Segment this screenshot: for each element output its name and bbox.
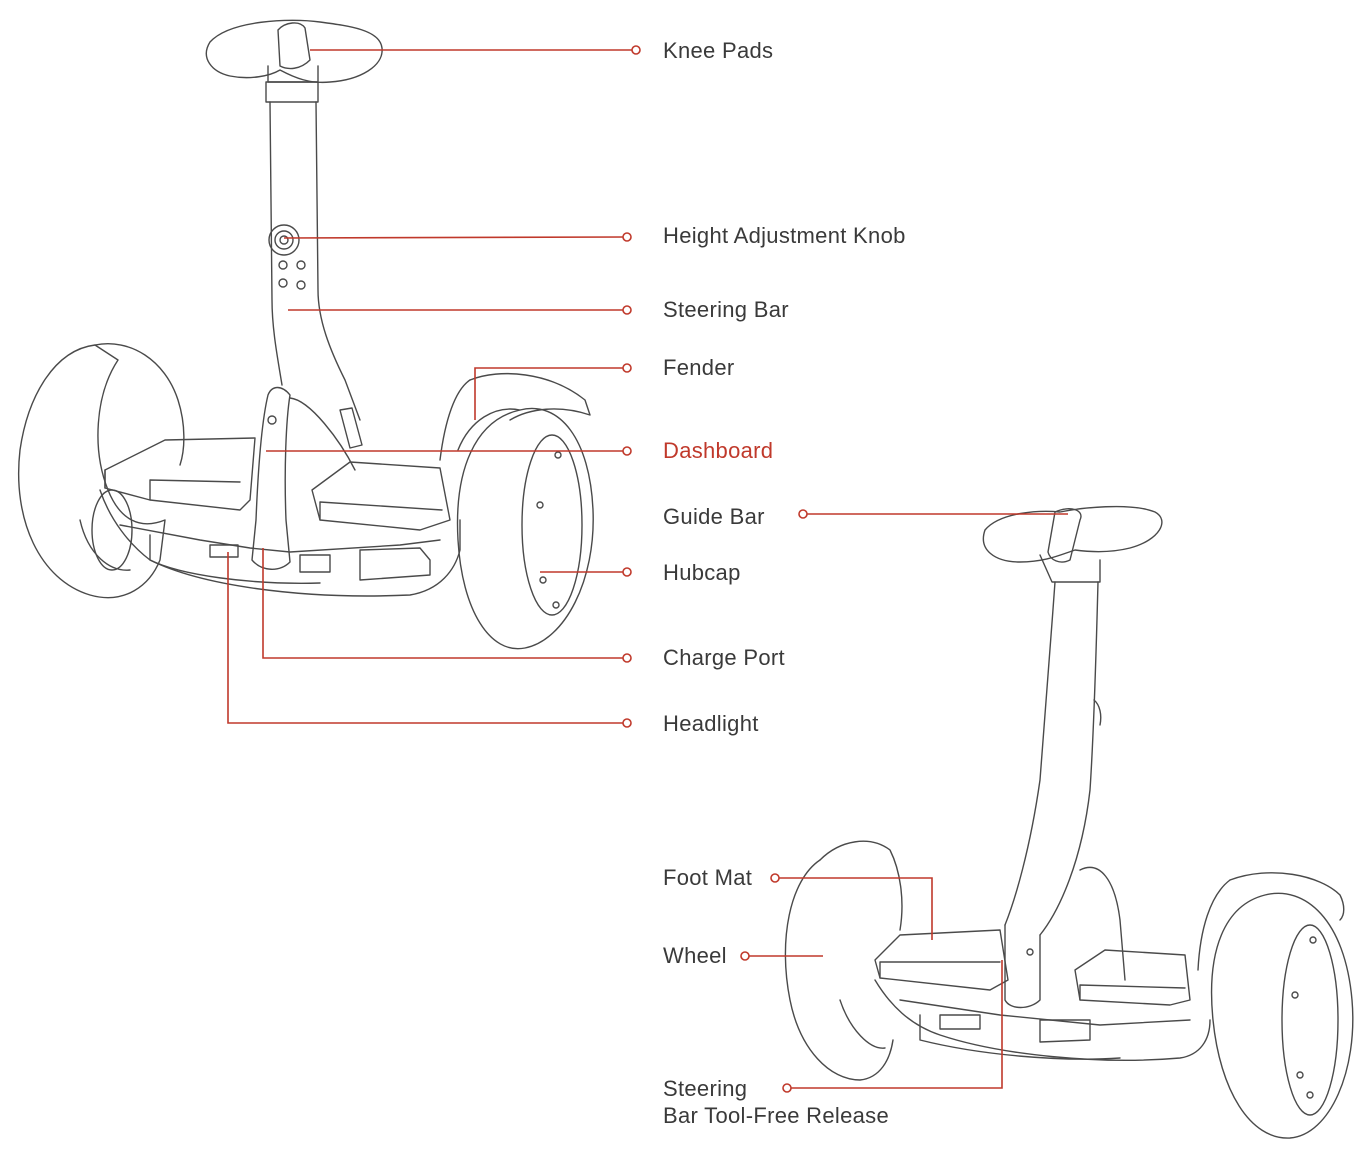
label-hubcap: Hubcap [663, 560, 741, 585]
leader-fender [474, 363, 632, 420]
leader-height-adjustment-knob [283, 232, 632, 242]
rear-view-scooter [784, 505, 1354, 1139]
label-height-adjustment-knob: Height Adjustment Knob [663, 223, 906, 248]
chassis-rear-view [874, 979, 1211, 1061]
left-wheel-front-view [18, 343, 185, 599]
left-wheel-rear-view [784, 840, 903, 1081]
chassis-front-view [99, 489, 461, 597]
leader-hubcap [540, 567, 632, 577]
label-foot-mat: Foot Mat [663, 865, 753, 890]
label-dashboard: Dashboard [663, 438, 774, 463]
label-headlight: Headlight [663, 711, 759, 736]
leader-lines [227, 45, 1068, 1093]
label-steering-release-line1: Steering [663, 1076, 748, 1101]
leader-guide-bar [798, 509, 1068, 519]
label-steering-release-line2: Bar Tool-Free Release [663, 1103, 889, 1128]
right-wheel-front-view [439, 372, 594, 650]
right-footpad-front-view [311, 461, 451, 531]
left-footpad-front-view [104, 437, 256, 511]
label-guide-bar: Guide Bar [663, 504, 765, 529]
label-fender: Fender [663, 355, 735, 380]
label-wheel: Wheel [663, 943, 727, 968]
leader-steering-bar [288, 305, 632, 315]
label-knee-pads: Knee Pads [663, 38, 774, 63]
label-steering-bar: Steering Bar [663, 297, 789, 322]
knee-pad-rear-view [982, 505, 1163, 583]
left-footpad-rear-view [874, 929, 1009, 991]
rear-shell-rear-view [1079, 866, 1126, 981]
right-wheel-rear-view [1197, 872, 1354, 1139]
leader-wheel [740, 951, 823, 961]
leader-knee-pads [310, 45, 641, 55]
steering-column-front-view [268, 101, 363, 449]
leader-foot-mat [770, 873, 933, 940]
leader-steering-bar-release [782, 960, 1003, 1093]
leader-charge-port [262, 548, 632, 663]
front-view-scooter [18, 19, 594, 650]
leader-headlight [227, 552, 632, 728]
knee-pad-front-view [205, 19, 383, 103]
label-charge-port: Charge Port [663, 645, 785, 670]
center-body-front-view [251, 386, 356, 570]
right-footpad-rear-view [1074, 949, 1191, 1006]
leader-dashboard [266, 446, 632, 456]
steering-column-rear-view [1004, 581, 1102, 1009]
